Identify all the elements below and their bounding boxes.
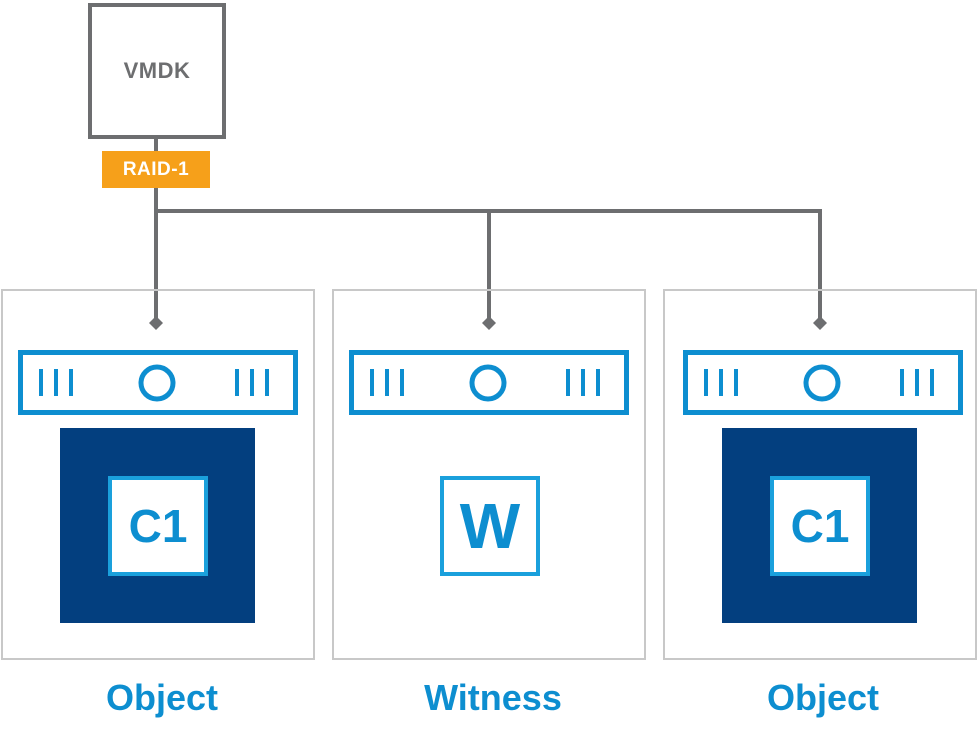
vmdk-box: VMDK: [88, 3, 226, 139]
host-label-3: Object: [766, 677, 880, 718]
disk-block-1: C1: [60, 428, 255, 623]
component-box-1: C1: [108, 476, 208, 576]
disk-block-3: C1: [722, 428, 917, 623]
host-box-1: [1, 289, 315, 660]
connector-node: [813, 316, 827, 330]
server-nic-icon: [683, 350, 963, 415]
host-box-3: [663, 289, 977, 660]
component-label: C1: [790, 500, 850, 552]
component-box-2: W: [440, 476, 540, 576]
component-label: W: [459, 490, 521, 562]
component-box-3: C1: [770, 476, 870, 576]
component-label: C1: [128, 500, 188, 552]
raid-label: RAID-1: [122, 158, 190, 180]
host-box-2: [332, 289, 646, 660]
connector-node: [149, 316, 163, 330]
host-label-2: Witness: [424, 677, 562, 718]
connector-node: [482, 316, 496, 330]
raid-tag: RAID-1: [102, 151, 210, 188]
server-nic-icon: [18, 350, 298, 415]
server-nic-icon: [349, 350, 629, 415]
host-label-1: Object: [105, 677, 219, 718]
vmdk-label: VMDK: [123, 58, 191, 83]
